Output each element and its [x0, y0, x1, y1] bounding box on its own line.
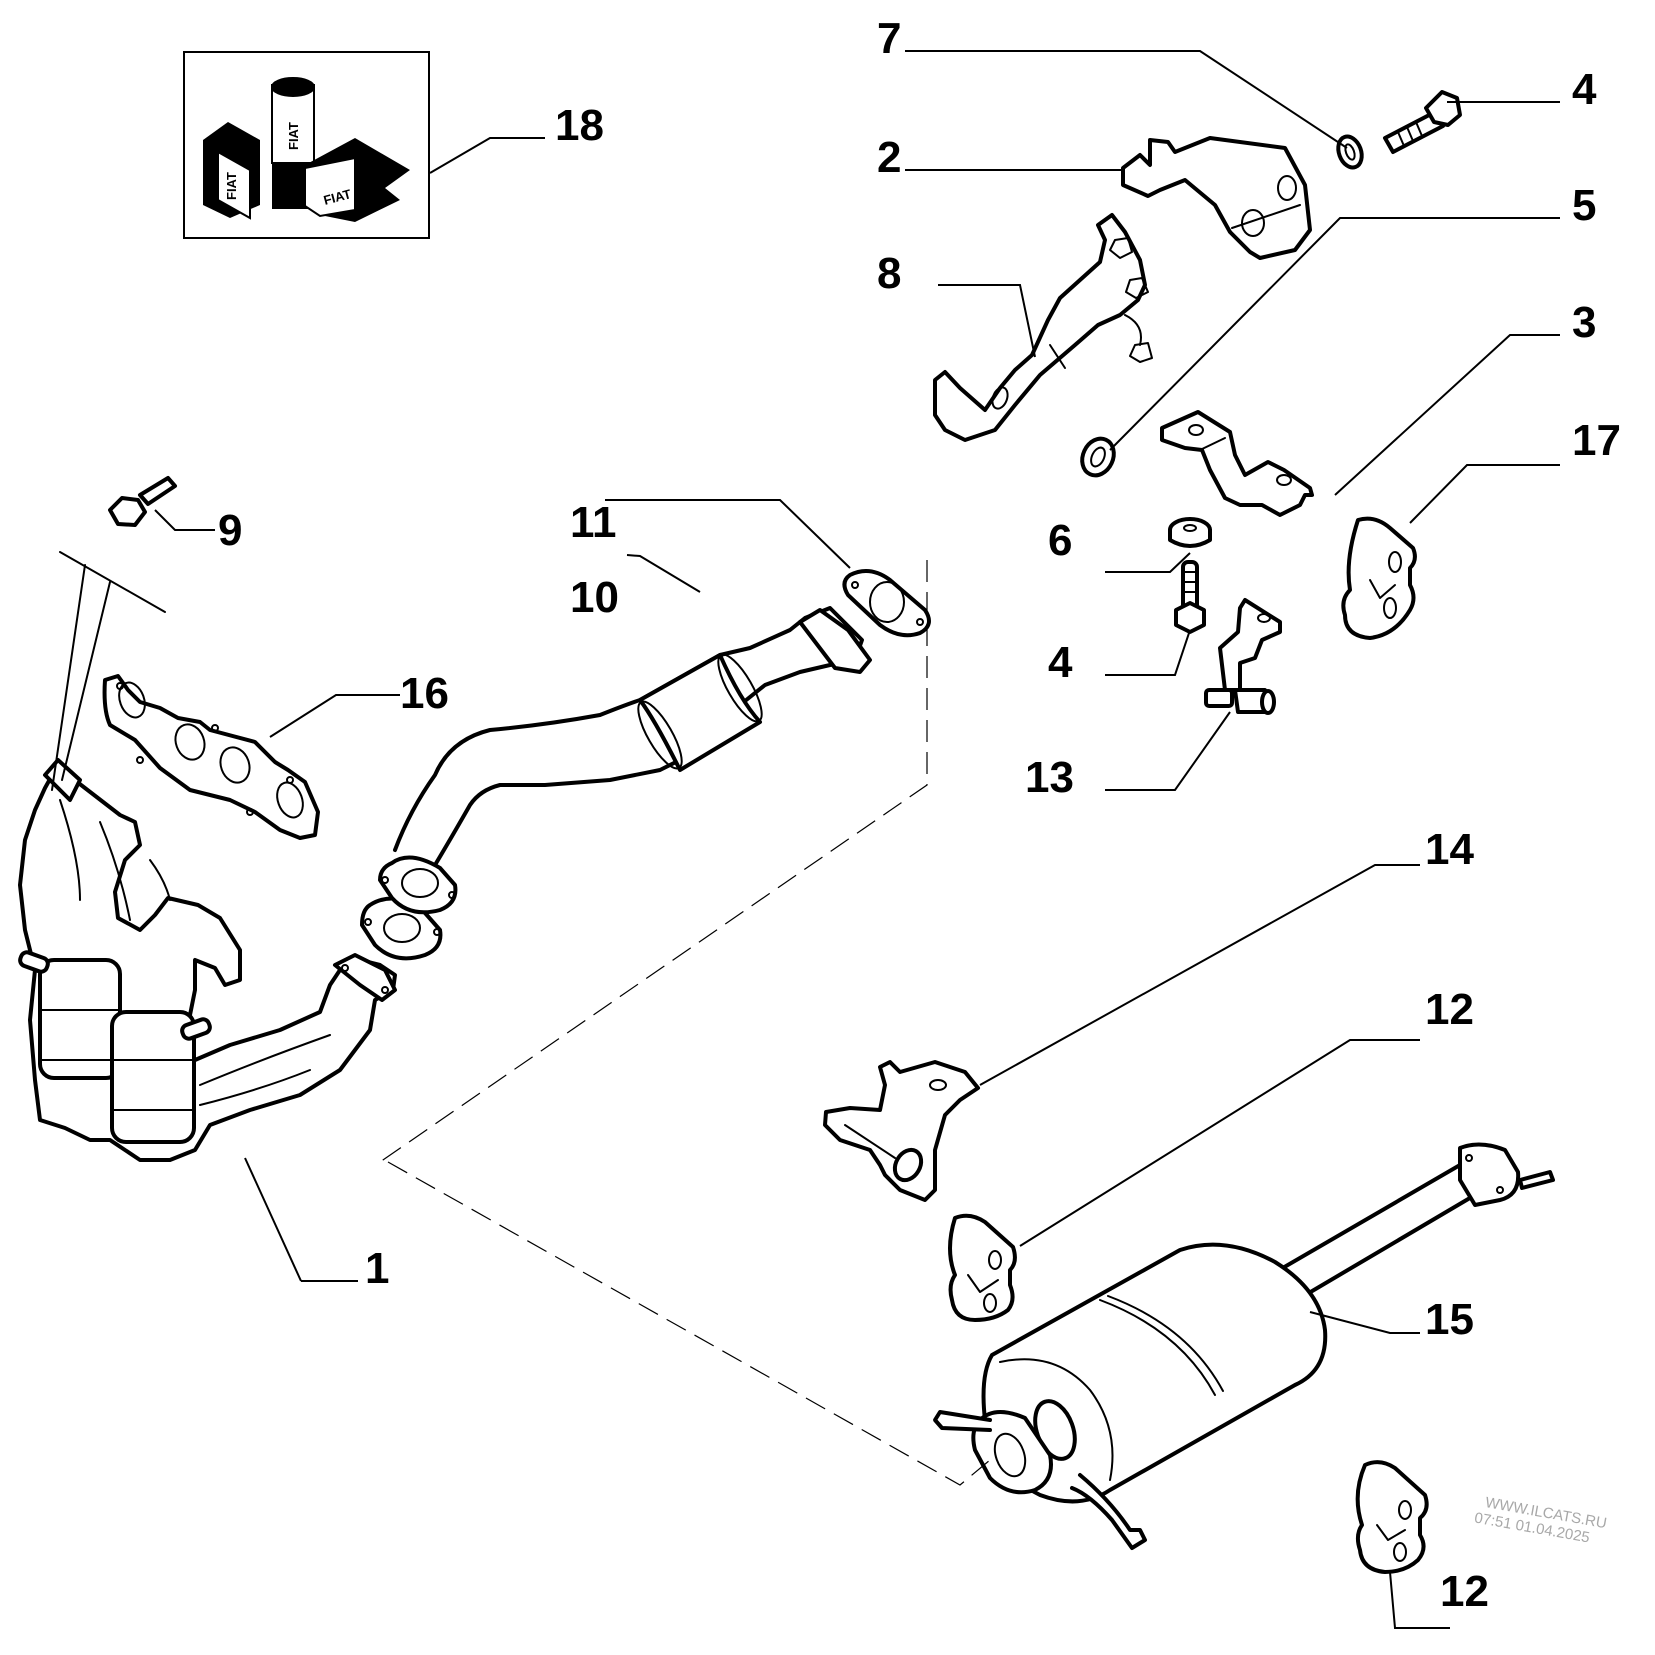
callout-12-lower[interactable]: 12: [1440, 1567, 1489, 1616]
leader-15: [1309, 1311, 1420, 1334]
part-18-gasket-kit[interactable]: FIAT FIAT FIAT: [183, 51, 430, 239]
part-12-rubber-hanger-lower[interactable]: [1355, 1460, 1429, 1574]
leader-5: [1109, 217, 1560, 451]
part-4-bolt-middle[interactable]: [1174, 560, 1206, 634]
part-4-bolt-top[interactable]: [1383, 90, 1462, 154]
callout-3[interactable]: 3: [1572, 298, 1596, 347]
kit-block-left-face: [217, 150, 251, 220]
leader-16: [269, 694, 400, 738]
leader-lines: [154, 50, 1560, 1629]
guide-line-b: [51, 564, 86, 791]
part-6-spacer[interactable]: [1168, 517, 1212, 548]
kit-logo-cylinder: FIAT: [286, 122, 301, 150]
callout-16[interactable]: 16: [400, 669, 449, 718]
leader-1: [244, 1157, 302, 1282]
callout-4-middle[interactable]: 4: [1048, 638, 1073, 687]
leader-7: [905, 50, 1348, 149]
leader-8: [938, 284, 1036, 358]
leader-10: [626, 554, 701, 593]
part-16-manifold-gasket[interactable]: [102, 674, 320, 840]
part-9-flange-bolt[interactable]: [108, 476, 177, 527]
callout-8[interactable]: 8: [877, 249, 901, 298]
callout-6[interactable]: 6: [1048, 516, 1072, 565]
callout-14[interactable]: 14: [1425, 825, 1474, 874]
part-1-manifold-catalyst[interactable]: [18, 758, 397, 1162]
part-5-washer[interactable]: [1076, 433, 1119, 480]
part-14-muffler-bracket[interactable]: [823, 1060, 980, 1202]
callout-4-top[interactable]: 4: [1572, 65, 1597, 114]
callout-7[interactable]: 7: [877, 14, 901, 63]
leader-17: [1409, 464, 1560, 524]
kit-logo-left: FIAT: [224, 172, 239, 200]
callout-9[interactable]: 9: [218, 506, 242, 555]
kit-logo-right: FIAT: [322, 186, 353, 208]
callout-13[interactable]: 13: [1025, 753, 1074, 802]
part-13-hanger-bracket[interactable]: [1204, 598, 1282, 715]
leader-11: [605, 499, 851, 569]
leader-13: [1105, 711, 1231, 791]
callout-1[interactable]: 1: [365, 1244, 389, 1293]
part-10-front-pipe[interactable]: [378, 606, 872, 915]
guide-line-c: [61, 581, 111, 781]
callout-11[interactable]: 11: [570, 498, 617, 547]
callout-18[interactable]: 18: [555, 101, 604, 150]
kit-cylinder-top: [271, 77, 315, 97]
part-11-gasket[interactable]: [842, 569, 931, 638]
leader-18: [429, 137, 545, 174]
leader-14: [979, 864, 1420, 1086]
callout-5[interactable]: 5: [1572, 181, 1596, 230]
callout-12-upper[interactable]: 12: [1425, 985, 1474, 1034]
leader-12b: [1389, 1571, 1450, 1629]
leader-9: [154, 509, 215, 531]
leader-4b: [1105, 629, 1191, 676]
watermark: WWW.ILCATS.RU 07:51 01.04.2025: [1473, 1494, 1608, 1546]
callout-10[interactable]: 10: [570, 573, 619, 622]
leader-3: [1334, 334, 1560, 496]
leader-6: [1105, 552, 1191, 573]
kit-block-right-face: [304, 156, 356, 218]
callout-15[interactable]: 15: [1425, 1295, 1474, 1344]
part-7-washer[interactable]: [1334, 133, 1366, 171]
leader-12a: [1019, 1039, 1420, 1247]
part-12-rubber-hanger-upper[interactable]: [948, 1213, 1017, 1322]
part-8-support-bracket[interactable]: [933, 213, 1153, 442]
part-3-lower-bracket[interactable]: [1160, 410, 1314, 517]
part-15-rear-muffler[interactable]: [933, 1142, 1555, 1550]
callout-2[interactable]: 2: [877, 133, 901, 182]
assembly-guide-lines: [51, 551, 991, 1486]
part-2-upper-bracket[interactable]: [1121, 136, 1312, 260]
guide-line-a: [59, 551, 166, 613]
part-17-rubber-hanger[interactable]: [1341, 516, 1417, 640]
callout-labels: 1 2 3 4 4 5 6 7 8 9 10 11 12 12 13 14 15…: [218, 14, 1621, 1616]
callout-17[interactable]: 17: [1572, 416, 1621, 465]
